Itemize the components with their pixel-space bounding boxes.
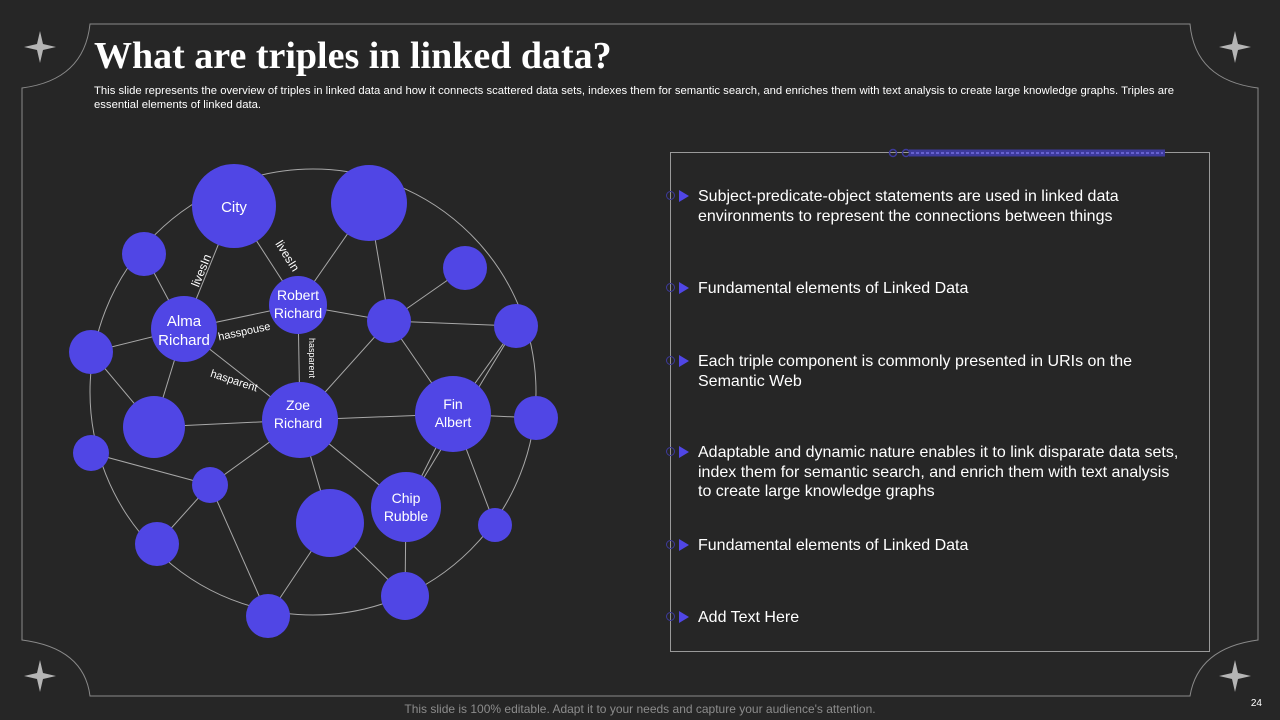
node-label-robert-line2: Richard	[274, 305, 322, 321]
node-label-fin-line1: Fin	[443, 396, 462, 412]
node-robert-richard	[269, 276, 327, 334]
graph-node	[69, 330, 113, 374]
bullet-text: Subject-predicate-object statements are …	[698, 188, 1119, 225]
bullet-text: Add Text Here	[698, 609, 800, 626]
graph-node	[331, 165, 407, 241]
node-label-zoe-line2: Richard	[274, 415, 322, 431]
bullet-arrow-icon	[666, 352, 694, 372]
node-city	[192, 164, 276, 248]
node-label-robert-line1: Robert	[277, 287, 319, 303]
graph-node	[246, 594, 290, 638]
bullet-item: Fundamental elements of Linked Data	[666, 279, 1186, 299]
graph-node	[367, 299, 411, 343]
node-label-fin-line2: Albert	[435, 414, 472, 430]
linked-data-graph: City Robert Richard Alma Richard Zoe Ric…	[69, 164, 558, 638]
graph-nodes	[69, 164, 558, 638]
sparkle-icon	[1219, 660, 1251, 692]
slide-title: What are triples in linked data?	[94, 35, 612, 77]
edge-label-alma-robert: hasspouse	[217, 321, 272, 344]
node-label-chip-line1: Chip	[392, 490, 421, 506]
graph-node	[122, 232, 166, 276]
bullet-item: Fundamental elements of Linked Data	[666, 536, 1186, 556]
bullet-item: Add Text Here	[666, 608, 1186, 628]
bullet-arrow-icon	[666, 187, 694, 207]
bullet-item: Subject-predicate-object statements are …	[666, 187, 1186, 226]
graph-node	[381, 572, 429, 620]
bullet-text: Adaptable and dynamic nature enables it …	[698, 444, 1179, 500]
graph-node	[494, 304, 538, 348]
edge-label-robert-zoe: hasparent	[307, 338, 317, 379]
node-chip-rubble	[371, 472, 441, 542]
node-zoe-richard	[262, 382, 338, 458]
node-fin-albert	[415, 376, 491, 452]
sparkle-icon	[1219, 31, 1251, 63]
bullet-text: Fundamental elements of Linked Data	[698, 280, 969, 297]
graph-node	[478, 508, 512, 542]
node-label-city: City	[221, 199, 247, 216]
bullet-item: Each triple component is commonly presen…	[666, 352, 1186, 391]
sparkle-icon	[24, 31, 56, 63]
slide-footer: This slide is 100% editable. Adapt it to…	[404, 702, 876, 716]
edge-label-alma-zoe: hasparent	[209, 368, 259, 395]
graph-node	[123, 396, 185, 458]
bullet-arrow-icon	[666, 443, 694, 463]
edge-label-robert-city: livesIn	[272, 238, 302, 274]
info-panel	[670, 152, 1210, 652]
node-label-alma-line1: Alma	[167, 313, 202, 330]
bullet-arrow-icon	[666, 608, 694, 628]
panel-accent-line	[888, 148, 1165, 158]
bullet-text: Fundamental elements of Linked Data	[698, 537, 969, 554]
graph-node	[514, 396, 558, 440]
node-label-chip-line2: Rubble	[384, 508, 429, 524]
node-label-zoe-line1: Zoe	[286, 397, 310, 413]
sparkle-icon	[24, 660, 56, 692]
graph-node	[296, 489, 364, 557]
graph-node	[73, 435, 109, 471]
edge-label-alma-city: livesIn	[188, 252, 214, 289]
graph-node	[443, 246, 487, 290]
bullet-text: Each triple component is commonly presen…	[698, 353, 1132, 390]
bullet-arrow-icon	[666, 536, 694, 556]
page-number: 24	[1250, 698, 1262, 709]
node-alma-richard	[151, 296, 217, 362]
bullet-arrow-icon	[666, 279, 694, 299]
node-label-alma-line2: Richard	[158, 332, 210, 349]
graph-node	[135, 522, 179, 566]
bullet-item: Adaptable and dynamic nature enables it …	[666, 443, 1186, 502]
outer-ring	[89, 168, 537, 616]
slide-subtitle: This slide represents the overview of tr…	[94, 85, 1175, 111]
graph-node	[192, 467, 228, 503]
